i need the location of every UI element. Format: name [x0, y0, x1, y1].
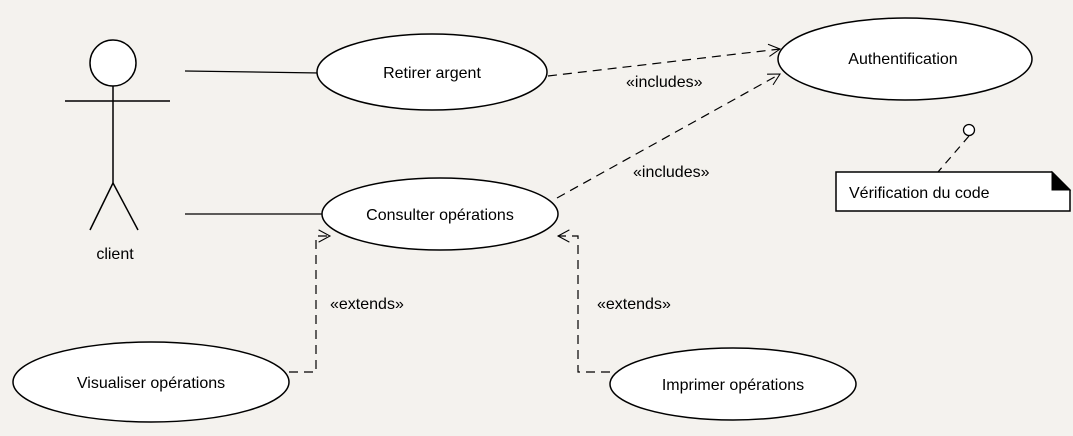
- actor-client[interactable]: client: [65, 39, 170, 263]
- extends-label-visualiser: «extends»: [330, 296, 404, 313]
- note-anchor-circle: [962, 123, 976, 137]
- use-case-imprimer-operations-label: Imprimer opérations: [662, 377, 804, 394]
- use-case-retirer-argent[interactable]: Retirer argent: [316, 33, 548, 111]
- note-verification-du-code[interactable]: Vérification du code: [835, 170, 1072, 212]
- actor-left-leg: [89, 182, 114, 231]
- extend-arrow-visualiser[interactable]: [289, 229, 332, 373]
- association-retirer-argent[interactable]: [184, 70, 321, 74]
- actor-label: client: [96, 246, 134, 263]
- use-case-imprimer-operations[interactable]: Imprimer opérations: [609, 347, 857, 421]
- includes-label-consulter: «includes»: [633, 164, 710, 181]
- use-case-consulter-operations-label: Consulter opérations: [366, 207, 514, 224]
- use-case-retirer-argent-label: Retirer argent: [383, 65, 481, 82]
- actor-head: [89, 39, 137, 87]
- use-case-visualiser-operations-label: Visualiser opérations: [77, 375, 225, 392]
- include-arrow-retirer[interactable]: [547, 43, 782, 77]
- note-label: Vérification du code: [849, 185, 990, 202]
- note-connector: [937, 135, 970, 173]
- includes-label-retirer: «includes»: [626, 74, 703, 91]
- extend-arrow-imprimer[interactable]: [556, 229, 610, 373]
- use-case-consulter-operations[interactable]: Consulter opérations: [321, 177, 559, 251]
- use-case-authentification-label: Authentification: [848, 51, 957, 68]
- actor-right-leg: [112, 182, 139, 231]
- use-case-authentification[interactable]: Authentification: [777, 17, 1033, 101]
- extends-label-imprimer: «extends»: [597, 296, 671, 313]
- use-case-visualiser-operations[interactable]: Visualiser opérations: [12, 341, 290, 423]
- include-arrow-consulter[interactable]: [556, 73, 781, 199]
